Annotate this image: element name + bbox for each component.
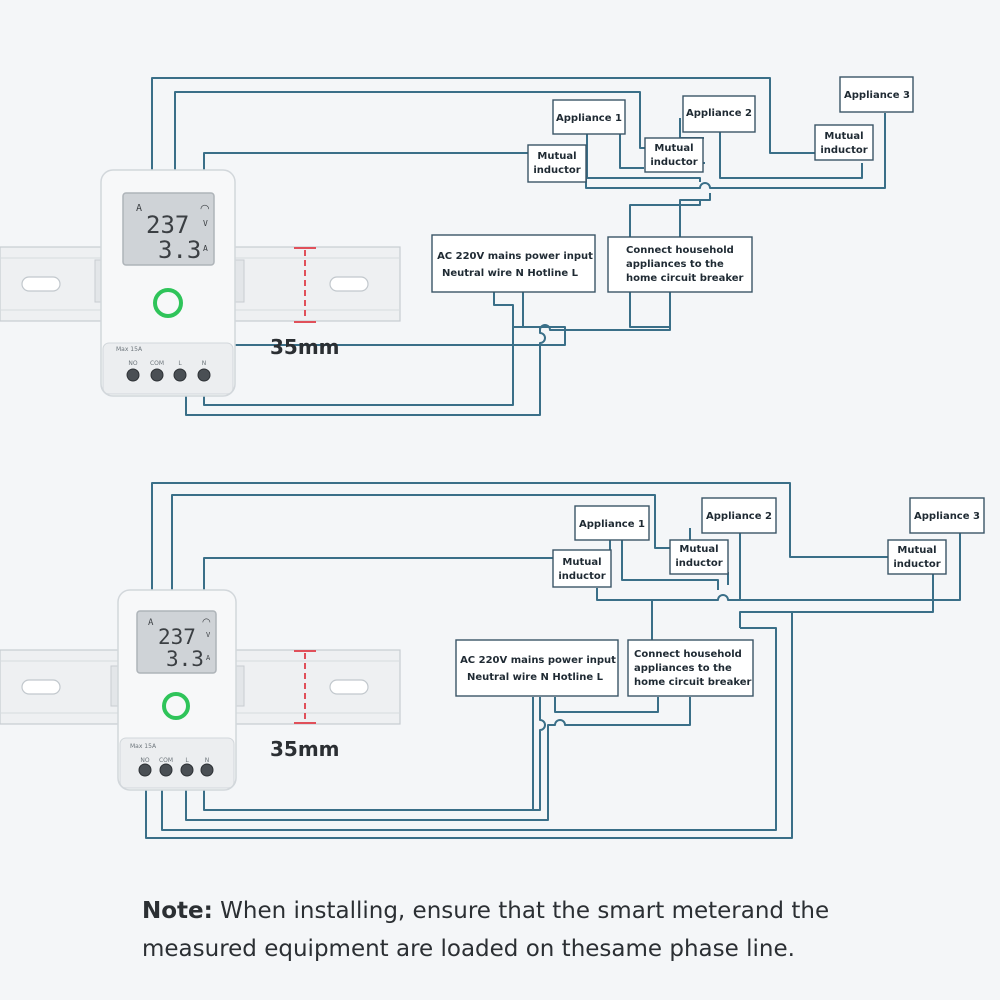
svg-text:Appliance 3: Appliance 3 [844,90,910,101]
svg-text:appliances to the: appliances to the [626,259,724,270]
svg-text:inductor: inductor [650,157,697,168]
terminal-no [126,368,140,382]
mains-input-box: AC 220V mains power input Neutral wire N… [455,639,619,697]
svg-text:237: 237 [158,625,196,649]
mutual-inductor-3-box: Mutual inductor [887,539,947,575]
svg-text:Mutual: Mutual [562,557,601,568]
svg-text:Mutual: Mutual [897,545,936,556]
svg-text:35mm: 35mm [270,335,340,359]
mains-input-box: AC 220V mains power input Neutral wire N… [431,234,596,293]
svg-text:Max 15A: Max 15A [116,346,143,353]
smart-meter-device: A ◠ 237 V 3.3 A Max 15A NO COM L N [110,589,245,791]
svg-text:Mutual: Mutual [679,544,718,555]
terminal-com [150,368,164,382]
svg-text:Appliance 1: Appliance 1 [556,113,622,124]
svg-text:Neutral wire N Hotline L: Neutral wire N Hotline L [442,268,579,279]
lcd-screen [136,610,217,674]
appliance-1-box: Appliance 1 [552,99,626,135]
appliance-2-box: Appliance 2 [701,497,777,534]
mutual-inductor-2-box: Mutual inductor [669,539,729,575]
svg-text:Appliance 3: Appliance 3 [914,511,980,522]
svg-text:COM: COM [150,360,164,367]
svg-text:Appliance 1: Appliance 1 [579,519,645,530]
wiring-lines [145,482,961,839]
svg-text:A: A [136,203,142,214]
wiring-diagram-2: Appliance 1 Appliance 2 Appliance 3 Mutu… [0,482,985,839]
rail-width-dimension: 35mm [270,247,340,359]
svg-text:Connect household: Connect household [626,245,734,256]
svg-text:inductor: inductor [893,559,940,570]
wiring-diagram-1: Appliance 1 Appliance 2 Appliance 3 Mutu… [0,76,914,416]
appliance-2-box: Appliance 2 [682,95,756,133]
svg-text:AC 220V mains power input: AC 220V mains power input [437,251,593,262]
svg-text:Mutual: Mutual [537,151,576,162]
svg-text:inductor: inductor [675,558,722,569]
svg-text:Appliance 2: Appliance 2 [686,108,752,119]
svg-text:inductor: inductor [533,165,580,176]
svg-text:Mutual: Mutual [654,143,693,154]
svg-text:appliances to the: appliances to the [634,663,732,674]
mutual-inductor-1-box: Mutual inductor [552,549,612,588]
svg-text:V: V [203,219,208,228]
svg-text:Mutual: Mutual [824,131,863,142]
appliance-3-box: Appliance 3 [909,497,985,534]
svg-text:3.3: 3.3 [166,647,204,671]
svg-text:COM: COM [159,757,173,764]
terminal-com [159,763,173,777]
svg-text:N: N [202,360,207,367]
power-indicator-ring [153,288,183,318]
svg-text:home circuit breaker: home circuit breaker [626,273,743,284]
note-text: When installing, ensure that the smart m… [142,898,830,962]
mutual-inductor-2-box: Mutual inductor [644,137,704,173]
svg-text:35mm: 35mm [270,737,340,761]
svg-text:N: N [205,757,210,764]
terminal-n [197,368,211,382]
svg-text:Connect household: Connect household [634,649,742,660]
terminal-l [173,368,187,382]
svg-text:AC 220V mains power input: AC 220V mains power input [460,655,616,666]
svg-text:L: L [178,360,182,367]
appliance-3-box: Appliance 3 [839,76,914,113]
svg-text:V: V [206,631,211,639]
svg-text:3.3: 3.3 [158,236,201,264]
installation-note: Note: When installing, ensure that the s… [142,892,922,968]
lcd-screen [122,192,215,266]
wifi-icon: ◠ [202,617,211,628]
wiring-lines [151,77,886,416]
wifi-icon: ◠ [200,202,210,215]
appliance-1-box: Appliance 1 [574,505,650,541]
svg-text:Neutral wire N Hotline L: Neutral wire N Hotline L [467,672,604,683]
svg-text:237: 237 [146,211,189,239]
svg-text:Max 15A: Max 15A [130,743,157,750]
terminal-no [138,763,152,777]
svg-text:A: A [203,244,208,253]
svg-text:Appliance 2: Appliance 2 [706,511,772,522]
mutual-inductor-1-box: Mutual inductor [527,144,587,183]
terminal-l [180,763,194,777]
svg-text:inductor: inductor [820,145,867,156]
power-indicator-ring [162,692,190,720]
svg-text:NO: NO [140,757,149,764]
smart-meter-device: A ◠ 237 V 3.3 A Max 15A NO COM L N [94,169,245,397]
svg-text:A: A [148,618,154,628]
svg-text:L: L [185,757,189,764]
svg-text:NO: NO [128,360,137,367]
svg-text:home circuit breaker: home circuit breaker [634,677,751,688]
svg-text:inductor: inductor [558,571,605,582]
household-appliances-box: Connect household appliances to the home… [627,639,754,697]
rail-width-dimension: 35mm [270,650,340,761]
svg-text:A: A [206,654,211,662]
note-label: Note: [142,898,213,924]
mutual-inductor-3-box: Mutual inductor [814,124,874,161]
terminal-n [200,763,214,777]
household-appliances-box: Connect household appliances to the home… [607,236,753,293]
